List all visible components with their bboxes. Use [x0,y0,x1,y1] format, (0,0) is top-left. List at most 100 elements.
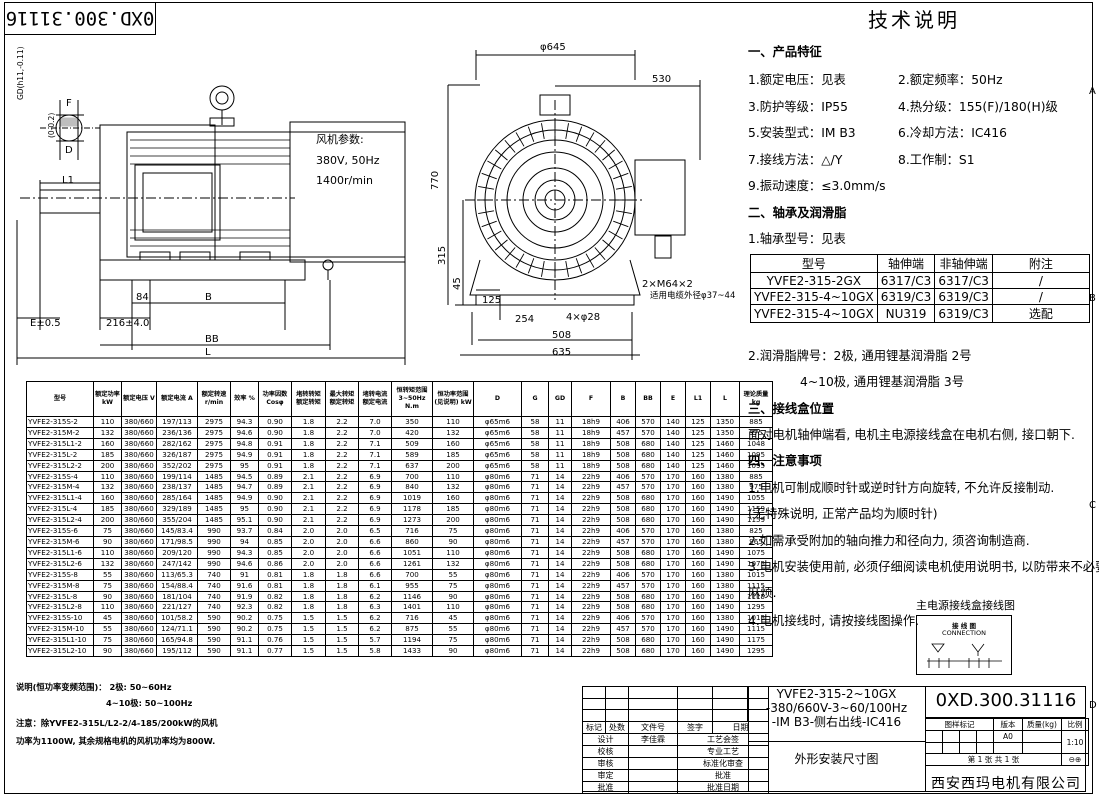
spec-cell: 90 [432,645,474,657]
spec-cell: YVFE2-315L2-4 [26,514,94,527]
tb-hdr: 签字 [677,720,713,734]
cooling-fin [478,186,495,190]
spec-cell: 145/83.4 [156,525,198,537]
dim-315: 315 [437,246,448,265]
spec-cell: 140 [660,448,686,461]
spec-cell: 110 [432,601,474,614]
spec-cell: 2.2 [325,426,359,439]
spec-cell: 1380 [710,612,740,625]
note-section-2: 二、轴承及润滑脂 [748,206,847,220]
spec-cell: 11 [548,437,572,450]
spec-cell: 7.1 [358,459,392,472]
spec-cell: 840 [391,481,433,494]
spec-cell: φ80m6 [473,546,522,559]
spec-cell: 1.8 [325,568,359,581]
spec-cell: 680 [635,590,661,603]
spec-cell: YVFE2-315L1-4 [26,492,94,505]
spec-cell: 0.86 [258,557,292,570]
spec-cell: 1490 [710,514,740,527]
spec-cell: 1115 [739,590,773,603]
spec-cell: 45 [432,612,474,625]
spec-cell: 1460 [710,437,740,450]
cooling-fin [613,172,629,180]
spec-cell: 2.0 [325,546,359,559]
spec-cell: 1115 [739,623,773,636]
spec-cell: 132 [432,481,474,494]
spec-cell: 508 [610,590,636,603]
spec-cell: 1490 [710,623,740,636]
spec-cell: φ65m6 [473,426,522,439]
spec-cell: 55 [93,623,122,636]
spec-cell: 6.2 [358,612,392,625]
spec-cell: 1075 [739,557,773,570]
spec-cell: 2.2 [325,503,359,516]
spec-cell: 380/660 [121,481,157,494]
spec-cell: 125 [685,437,711,450]
spec-cell: 380/660 [121,579,157,592]
zone-mark-b: B [1089,293,1096,304]
cooling-fin [615,210,632,214]
spec-cell: 200 [432,459,474,472]
spec-cell: 110 [93,470,122,483]
dim-BB: BB [205,334,219,345]
spec-cell: 0.85 [258,546,292,559]
spec-cell: 101/58.2 [156,612,198,625]
spec-cell: 380/660 [121,645,157,657]
cooling-fin [602,149,616,161]
spec-cell: 91.1 [230,645,259,657]
spec-cell: YVFE2-315S-6 [26,525,94,537]
spec-cell: 1.8 [291,601,326,614]
spec-cell: 71 [521,492,549,505]
spec-cell: 1.8 [291,568,326,581]
spec-cell: YVFE2-315M-2 [26,426,94,439]
spec-cell: YVFE2-315L1-6 [26,546,94,559]
cooling-fin [527,126,535,142]
spec-cell: 1401 [391,601,433,614]
spec-cell: 508 [610,645,636,657]
spec-cell: 0.81 [258,579,292,592]
spec-cell: 71 [521,481,549,494]
spec-cell: 236/136 [156,426,198,439]
cooling-fin [565,123,569,140]
spec-cell: 380/660 [121,612,157,625]
spec-cell: 2975 [197,416,231,428]
spec-cell: 71 [521,514,549,527]
spec-header: 堵转转矩 额定转矩 [291,381,326,417]
spec-cell: 380/660 [121,470,157,483]
spec-cell: 160 [685,503,711,516]
spec-cell: 160 [685,645,711,657]
spec-cell: 700 [391,470,433,483]
note-line: 4~10极, 通用锂基润滑脂 3号 [800,375,964,389]
spec-cell: 2.2 [325,481,359,494]
spec-cell: 1178 [391,503,433,516]
spec-cell: 22h9 [571,623,611,636]
notes-title: 技术说明 [868,8,960,32]
spec-cell: YVFE2-315S-8 [26,568,94,581]
spec-cell: 11 [548,416,572,428]
spec-cell: 2975 [197,437,231,450]
spec-cell: YVFE2-315L1-2 [26,437,94,450]
spec-cell: 680 [635,459,661,472]
dim-thread: 2×M64×2 [642,279,693,290]
spec-cell: 380/660 [121,437,157,450]
spec-cell: 22h9 [571,481,611,494]
spec-cell: 380/660 [121,535,157,548]
spec-cell: 680 [635,601,661,614]
spec-cell: 71 [521,590,549,603]
spec-cell: 2.2 [325,459,359,472]
spec-cell: 680 [635,634,661,647]
spec-cell: 0.85 [258,535,292,548]
spec-header: 额定电流 A [156,381,198,417]
spec-cell: 0.89 [258,481,292,494]
spec-cell: 181/104 [156,590,198,603]
cooling-fin [487,160,502,170]
note-line: 3.电机安装使用前, 必须仔细阅读电机使用说明书, 以防带来不必要的 [748,560,1099,574]
spec-cell: 22h9 [571,470,611,483]
spec-cell: 14 [548,568,572,581]
spec-cell: 94.9 [230,448,259,461]
spec-cell: 185 [432,503,474,516]
